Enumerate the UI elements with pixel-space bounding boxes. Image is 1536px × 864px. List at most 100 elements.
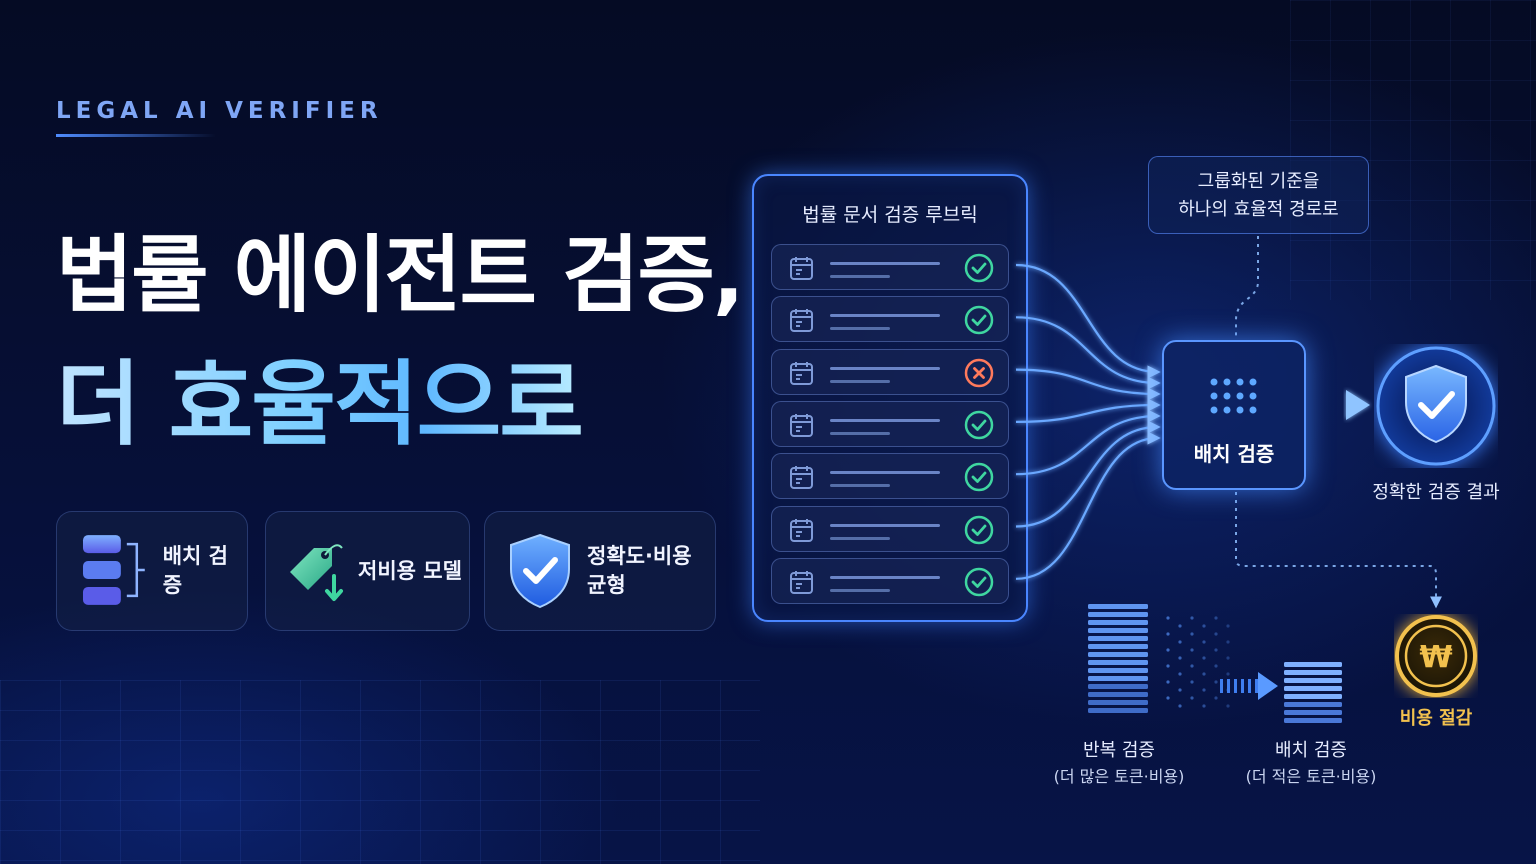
token-bar [1284, 702, 1342, 707]
token-dot [1202, 624, 1206, 628]
grid-floor [0, 680, 760, 864]
token-dot [1190, 632, 1194, 636]
token-dot [1166, 616, 1170, 620]
rubric-line [830, 431, 890, 435]
rubric-line [830, 575, 940, 579]
token-bar [1088, 604, 1148, 609]
rubric-row [771, 244, 1009, 290]
rubric-line [830, 536, 890, 540]
document-icon [790, 413, 813, 437]
flow-curve [1015, 409, 1161, 476]
token-dot [1226, 640, 1230, 644]
rubric-line [830, 262, 940, 265]
callout-line2: 하나의 효율적 경로로 [1178, 199, 1339, 220]
rubric-row [771, 400, 1009, 447]
rubric-row [771, 505, 1009, 552]
batch-verify-sub: (더 적은 토큰·비용) [1245, 767, 1377, 786]
grouping-callout: 그룹화된 기준을 하나의 효율적 경로로 [1148, 156, 1369, 234]
rubric-row [771, 348, 1009, 395]
rubric-row [771, 453, 1009, 500]
token-dot [1166, 680, 1170, 684]
check-circle-icon [964, 410, 994, 440]
token-bar [1088, 636, 1148, 641]
eyebrow-label: LEGAL AI VERIFIER [56, 98, 383, 124]
feature-label-balance-line2: 균형 [587, 573, 626, 597]
token-dot [1178, 704, 1182, 708]
token-bar [1284, 678, 1342, 683]
token-comparison [1088, 604, 1342, 723]
feature-label-batch: 배치 검증 [162, 544, 228, 597]
rubric-panel: 법률 문서 검증 루브릭 [752, 174, 1028, 622]
dot-grid-icon [1210, 378, 1257, 414]
token-dot [1166, 632, 1170, 636]
token-dot [1226, 656, 1230, 660]
token-dot [1214, 680, 1218, 684]
token-bar [1284, 710, 1342, 715]
token-dot [1214, 696, 1218, 700]
token-dot [1202, 640, 1206, 644]
token-dot [1214, 664, 1218, 668]
token-bar [1088, 644, 1148, 649]
token-bar [1088, 628, 1148, 633]
token-dot [1190, 664, 1194, 668]
rubric-line [830, 379, 890, 383]
rubric-line [830, 275, 890, 278]
callout-line1: 그룹화된 기준을 [1197, 171, 1320, 192]
token-dot [1178, 688, 1182, 692]
token-bar [1088, 708, 1148, 713]
batch-node: 배치 검증 [1162, 340, 1306, 490]
token-dot [1226, 704, 1230, 708]
headline-line1: 법률 에이전트 검증, [56, 226, 745, 324]
token-dot [1178, 624, 1182, 628]
document-icon [790, 570, 813, 594]
stack-icon [82, 535, 145, 605]
repeat-verify-label: 반복 검증 [1083, 740, 1155, 761]
grid-background [1290, 0, 1536, 300]
rubric-line [830, 471, 940, 475]
flow-curve [1015, 431, 1161, 580]
token-dot [1166, 664, 1170, 668]
token-bar [1088, 652, 1148, 657]
rubric-line [830, 523, 940, 527]
token-dot [1226, 624, 1230, 628]
token-dot [1214, 632, 1218, 636]
token-dot [1178, 672, 1182, 676]
token-dot [1190, 648, 1194, 652]
token-bar [1284, 694, 1342, 699]
rubric-line [830, 484, 890, 488]
token-dot [1190, 680, 1194, 684]
token-bar [1284, 670, 1342, 675]
rubric-line [830, 588, 890, 592]
token-dot [1214, 648, 1218, 652]
batch-node-label: 배치 검증 [1193, 442, 1275, 466]
flow-curve [1015, 263, 1161, 379]
token-bar [1088, 620, 1148, 625]
token-dot [1166, 696, 1170, 700]
token-dot [1166, 648, 1170, 652]
shield-check-icon [510, 533, 570, 609]
rubric-line [830, 314, 940, 318]
token-dot [1202, 704, 1206, 708]
rubric-line [830, 418, 940, 422]
token-bar [1284, 662, 1342, 667]
token-dot [1202, 688, 1206, 692]
token-bar [1088, 676, 1148, 681]
feature-label-low-cost: 저비용 모델 [358, 558, 462, 583]
token-dot [1190, 616, 1194, 620]
flow-curve [1015, 368, 1161, 401]
check-circle-icon [964, 462, 994, 492]
rubric-title: 법률 문서 검증 루브릭 [802, 204, 978, 226]
headline-line2: 더 효율적으로 [56, 330, 584, 463]
token-bar [1088, 612, 1148, 617]
token-bar [1088, 692, 1148, 697]
verified-result-icon [1376, 346, 1496, 466]
check-circle-icon [964, 567, 994, 597]
feature-card-low-cost: 저비용 모델 [265, 511, 470, 631]
token-dot [1178, 640, 1182, 644]
token-dot [1214, 616, 1218, 620]
cost-saving-label: 비용 절감 [1399, 708, 1473, 729]
token-dot [1202, 672, 1206, 676]
token-bar [1284, 718, 1342, 723]
check-circle-icon [964, 515, 994, 544]
